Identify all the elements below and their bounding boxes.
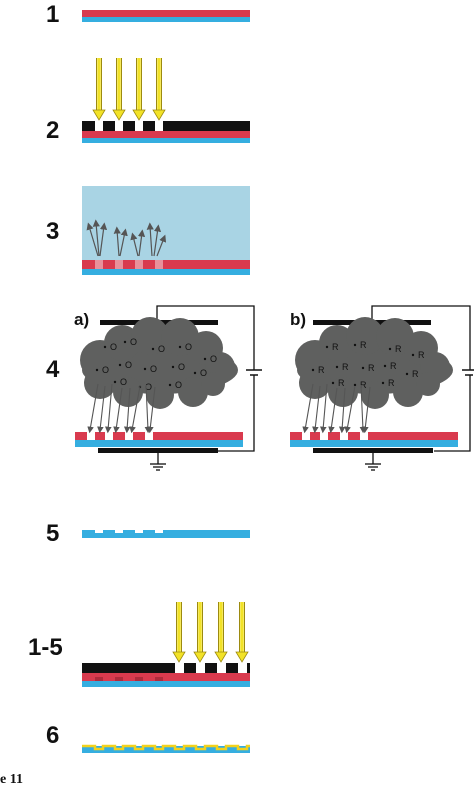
radical-species-icon: R: [353, 340, 367, 350]
radical-species-icon: R: [381, 378, 395, 388]
light-beam: [235, 602, 249, 663]
light-beam: [132, 58, 146, 121]
panel-b-label: b): [290, 310, 307, 329]
figure-caption: e 11: [0, 772, 23, 787]
radical-species-icon: R: [331, 378, 345, 388]
radical-species-icon: R: [335, 362, 349, 372]
step-4-label: 4: [46, 356, 60, 383]
light-beam: [112, 58, 126, 121]
svg-text:O: O: [102, 365, 109, 375]
step4b-stack: [290, 383, 458, 447]
step1-stack: [82, 10, 250, 22]
light-beam: [193, 602, 207, 663]
svg-text:R: R: [360, 340, 367, 350]
radical-species-icon: O: [123, 337, 137, 347]
svg-text:O: O: [110, 342, 117, 352]
step3-development: [82, 186, 250, 275]
radical-species-icon: R: [361, 363, 375, 373]
radical-species-icon: O: [143, 364, 157, 374]
radical-species-icon: R: [405, 369, 419, 379]
svg-text:R: R: [338, 378, 345, 388]
radical-species-icon: O: [203, 354, 217, 364]
step2-light-beams: [92, 58, 166, 121]
radical-species-icon: O: [113, 377, 127, 387]
light-beam: [152, 58, 166, 121]
svg-text:R: R: [360, 380, 367, 390]
svg-text:R: R: [412, 369, 419, 379]
light-beam: [214, 602, 228, 663]
svg-text:O: O: [158, 344, 165, 354]
step-2-label: 2: [46, 117, 60, 144]
radical-species-icon: R: [411, 350, 425, 360]
svg-text:O: O: [125, 360, 132, 370]
svg-text:R: R: [342, 362, 349, 372]
step15-light-beams: [172, 602, 249, 663]
svg-text:R: R: [395, 344, 402, 354]
svg-text:O: O: [120, 377, 127, 387]
svg-text:O: O: [178, 362, 185, 372]
panel-a-label: a): [74, 310, 90, 329]
svg-text:R: R: [332, 342, 339, 352]
radical-species-icon: O: [178, 342, 192, 352]
step-1-label: 1: [46, 1, 60, 28]
svg-text:O: O: [200, 368, 207, 378]
svg-text:O: O: [185, 342, 192, 352]
radical-species-icon: R: [383, 361, 397, 371]
radical-species-icon: O: [118, 360, 132, 370]
svg-text:O: O: [175, 380, 182, 390]
radical-species-icon: O: [103, 342, 117, 352]
radical-species-icon: O: [171, 362, 185, 372]
step-1-5-label: 1-5: [28, 634, 63, 661]
svg-text:R: R: [418, 350, 425, 360]
step-6-label: 6: [46, 722, 60, 749]
radical-species-icon: O: [193, 368, 207, 378]
step-5-label: 5: [46, 520, 60, 547]
radical-species-icon: R: [325, 342, 339, 352]
step4a-stack: [75, 383, 243, 447]
svg-text:R: R: [368, 363, 375, 373]
step15-stack: [82, 663, 250, 687]
svg-text:R: R: [390, 361, 397, 371]
radical-species-icon: O: [151, 344, 165, 354]
radical-species-icon: R: [388, 344, 402, 354]
svg-text:O: O: [130, 337, 137, 347]
svg-text:R: R: [318, 365, 325, 375]
radical-species-icon: R: [311, 365, 325, 375]
step-3-label: 3: [46, 218, 60, 245]
svg-text:O: O: [210, 354, 217, 364]
svg-text:O: O: [150, 364, 157, 374]
step2-stack: [82, 121, 250, 143]
light-beam: [92, 58, 106, 121]
svg-text:R: R: [388, 378, 395, 388]
radical-species-icon: R: [353, 380, 367, 390]
light-beam: [172, 602, 186, 663]
step5-stack: [82, 530, 250, 538]
radical-species-icon: O: [168, 380, 182, 390]
radical-species-icon: O: [95, 365, 109, 375]
step6-stack: [82, 744, 250, 753]
svg-text:O: O: [145, 382, 152, 392]
